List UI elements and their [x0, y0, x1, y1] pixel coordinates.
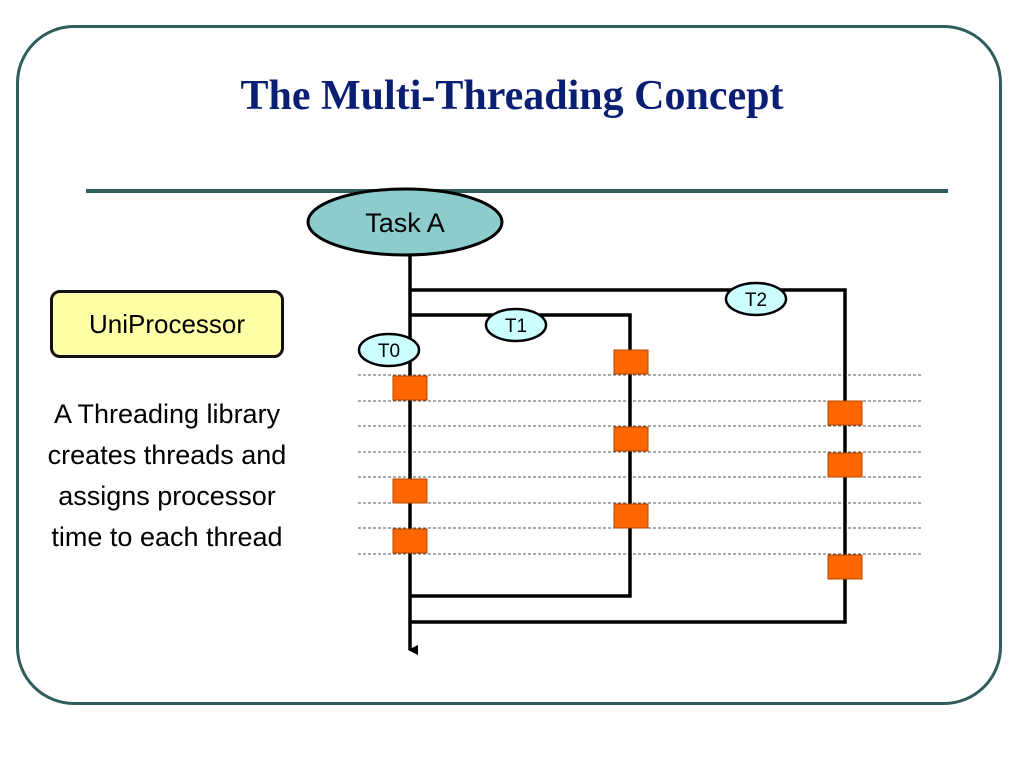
time-slice-block [392, 375, 428, 401]
time-slice-block [613, 426, 649, 452]
thread-t1-badge [484, 307, 548, 343]
time-slice-block [613, 503, 649, 529]
t0-time-slices [392, 375, 428, 554]
time-slice-block [827, 452, 863, 478]
thread-t2-badge [724, 281, 788, 317]
thread-t1-label: T1 [505, 316, 527, 337]
thread-t0-label: T0 [378, 341, 400, 362]
title-divider [86, 189, 948, 193]
task-a-label: Task A [365, 208, 445, 238]
uniprocessor-label: UniProcessor [88, 308, 246, 339]
time-slice-block [392, 478, 428, 504]
t1-time-slices [613, 349, 649, 529]
thread-t2-label: T2 [745, 290, 767, 311]
time-slice-block [827, 400, 863, 426]
slide-frame [16, 25, 1002, 705]
uniprocessor-box: UniProcessor [50, 290, 284, 358]
task-a-node [306, 187, 504, 257]
thread-t0-badge [357, 332, 421, 368]
time-slice-block [613, 349, 649, 375]
t2-time-slices [827, 400, 863, 580]
time-slice-block [827, 554, 863, 580]
time-slice-block [392, 528, 428, 554]
slide-title: The Multi-Threading Concept [240, 73, 784, 119]
thread-t2-line [410, 288, 847, 624]
description-text: A Threading library creates threads and … [47, 399, 287, 552]
